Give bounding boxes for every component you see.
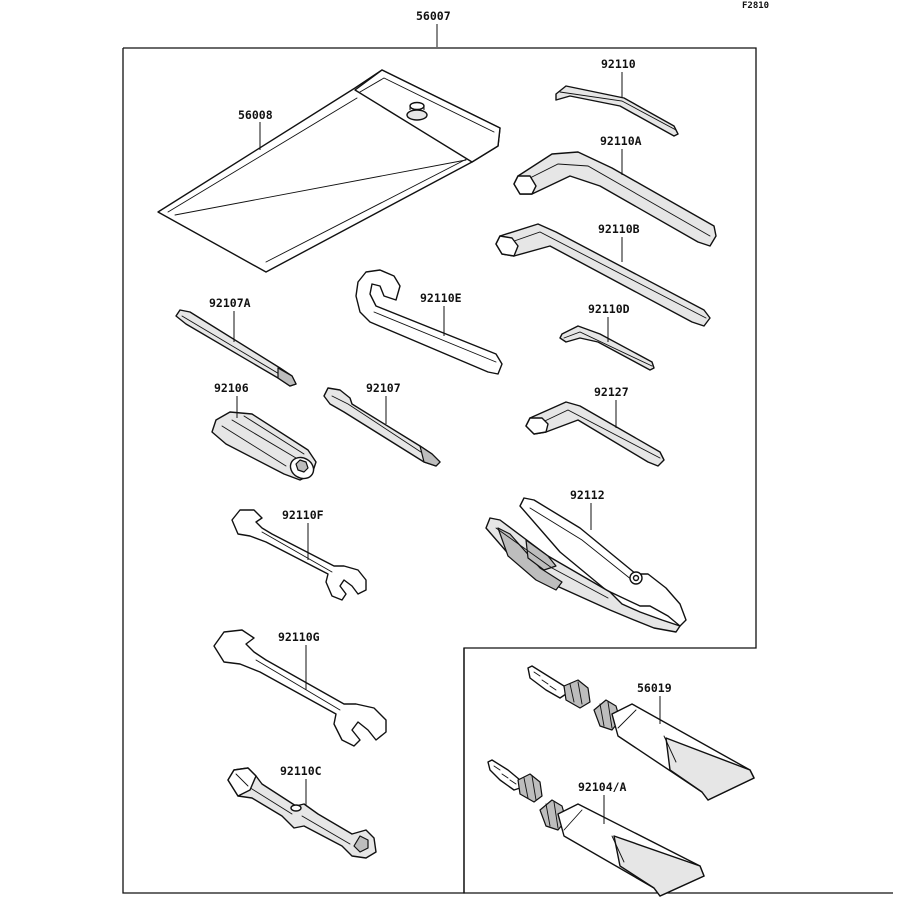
hex-key-92110A[interactable]: 92110A [513,134,717,247]
hex-key-92110-label: 92110 [601,57,636,71]
wrench-92110G[interactable]: 92110G [213,629,387,747]
pouch-label: 56008 [238,108,273,122]
wrench-92110G-label: 92110G [278,630,320,644]
tube-56019[interactable]: 56019 [527,665,755,801]
handle-label: 92106 [214,381,249,395]
figure-code: F2810 [742,1,769,11]
screwdriver-92107A[interactable]: 92107A [175,296,297,387]
tube-56019-label: 56019 [637,681,672,695]
wrench-92110F-label: 92110F [282,508,324,522]
screwdriver-92107-label: 92107 [366,381,401,395]
hex-key-92110D[interactable]: 92110D [559,302,655,371]
pliers-92112[interactable]: 92112 [485,488,687,633]
screwdriver-92107A-label: 92107A [209,296,251,310]
pliers-label: 92112 [570,488,605,502]
hex-key-92110A-label: 92110A [600,134,642,148]
hex-key-92110B[interactable]: 92110B [495,222,711,327]
hook-wrench-label: 92110E [420,291,462,305]
pouch-56008[interactable]: 56008 [157,69,501,273]
hex-key-92110D-label: 92110D [588,302,630,316]
plug-wrench-92110C[interactable]: 92110C [227,764,377,859]
handle-92106[interactable]: 92106 [211,381,317,483]
kit-outline: 56007 [122,9,893,894]
wrench-92110F[interactable]: 92110F [231,508,367,601]
hex-key-92110[interactable]: 92110 [555,57,679,137]
hex-key-92127[interactable]: 92127 [525,385,665,467]
tube-92104A-label: 92104/A [578,780,627,794]
screwdriver-92107[interactable]: 92107 [323,381,441,467]
hex-key-92110B-label: 92110B [598,222,640,236]
hook-wrench-92110E[interactable]: 92110E [355,269,503,375]
kit-number-label: 56007 [416,9,451,23]
hex-key-92127-label: 92127 [594,385,629,399]
plug-wrench-label: 92110C [280,764,322,778]
tube-92104A[interactable]: 92104/A [487,759,705,897]
